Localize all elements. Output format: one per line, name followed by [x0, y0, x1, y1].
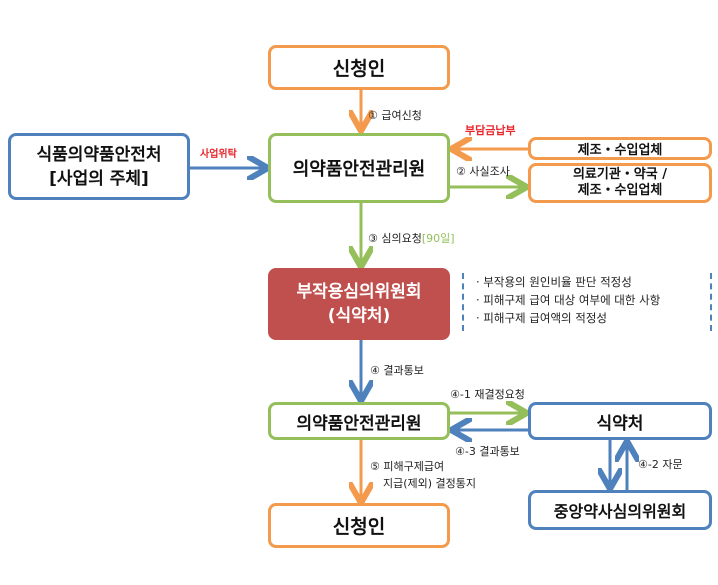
step2-label: ② 사실조사 [456, 165, 510, 178]
node-label: 의약품안전관리원 [292, 159, 426, 180]
step3-text: ③ 심의요청 [368, 232, 422, 245]
step4-2-label: ④-2 자문 [638, 458, 683, 471]
node-label: 의료기관・약국 / [572, 167, 668, 182]
node-label: 식약처 [596, 413, 644, 434]
note-item: · 피해구제 급여 대상 여부에 대한 사항 [476, 293, 661, 307]
kids-bottom-box: 의약품안전관리원 [268, 402, 450, 440]
node-label: 제조・수입업체 [577, 183, 663, 198]
mfds-short-box: 식약처 [528, 402, 712, 440]
step5-label-2: 지급(제외) 결정통지 [383, 477, 477, 490]
step3-days: [90일] [421, 232, 455, 245]
node-label: 의약품안전관리원 [296, 413, 422, 434]
entrust-label: 사업위탁 [200, 149, 237, 160]
note-item: · 피해구제 급여액의 적정성 [476, 311, 608, 325]
medical-institution-box: 의료기관・약국 /제조・수입업체 [528, 163, 712, 203]
step4-3-label: ④-3 결과통보 [455, 445, 520, 458]
mfds-box: 식품의약품안전처 [사업의 주체] [8, 133, 190, 200]
step1-label: ① 급여신청 [368, 109, 422, 122]
committee-notes: · 부작용의 원인비율 판단 적정성 · 피해구제 급여 대상 여부에 대한 사… [462, 273, 712, 331]
step4-label: ④ 결과통보 [370, 364, 424, 377]
manufacturer-box: 제조・수입업체 [528, 137, 712, 160]
note-item: · 부작용의 원인비율 판단 적정성 [476, 275, 632, 289]
node-label: (식약처) [327, 306, 391, 326]
node-label: 부작용심의위원회 [296, 282, 422, 302]
node-label: 신청인 [332, 516, 386, 538]
kids-top-box: 의약품안전관리원 [268, 133, 450, 203]
applicant-top-box: 신청인 [268, 45, 450, 90]
step4-1-label: ④-1 재결정요청 [450, 388, 525, 401]
node-label: 식품의약품안전처 [36, 144, 162, 165]
central-committee-box: 중앙약사심의위원회 [528, 490, 712, 530]
node-label: [사업의 주체] [49, 168, 149, 189]
node-label: 제조・수입업체 [577, 143, 663, 158]
step3-label: ③ 심의요청[90일] [368, 230, 455, 246]
node-label: 중앙약사심의위원회 [553, 502, 687, 521]
step5-label-1: ⑤ 피해구제급여 [370, 460, 445, 473]
applicant-bottom-box: 신청인 [268, 503, 450, 548]
levy-label: 부담금납부 [465, 124, 516, 137]
node-label: 신청인 [332, 58, 386, 80]
side-effect-committee-box: 부작용심의위원회 (식약처) [268, 268, 450, 340]
